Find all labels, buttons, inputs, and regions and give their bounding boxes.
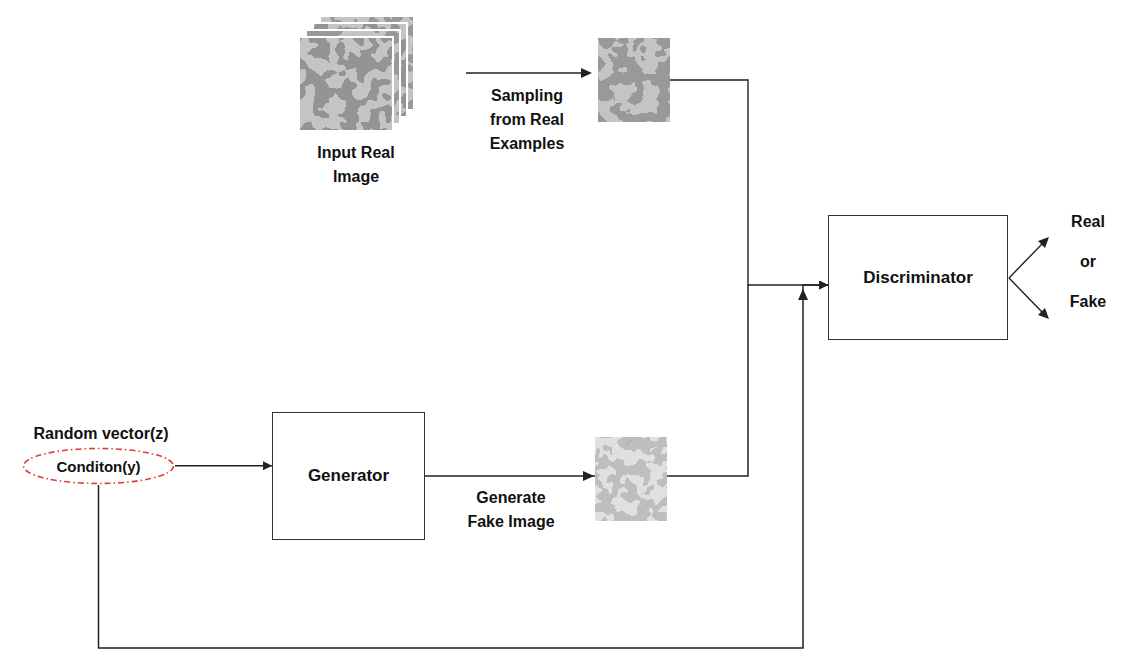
node-label: Discriminator [863, 268, 973, 288]
arrow-head [798, 289, 808, 300]
sampling-arrow [466, 72, 582, 74]
output-label: Real [1058, 210, 1118, 234]
output-line [1009, 244, 1042, 278]
real-image-line [670, 80, 748, 285]
edge-label: Generate Fake Image [461, 486, 561, 534]
condition-ellipse: Conditon(y) [22, 447, 175, 485]
input-label: Random vector(z) [6, 422, 196, 446]
connector-arrow [175, 465, 272, 467]
image-border [299, 37, 393, 131]
generator-box: Generator [272, 412, 425, 540]
output-label: Fake [1058, 290, 1118, 314]
arrow-caption: Sampling from Real Examples [477, 84, 577, 156]
node-label: Conditon(y) [56, 458, 140, 475]
discriminator-box: Discriminator [828, 215, 1008, 340]
image-caption: Input Real Image [300, 141, 412, 189]
sampled-real-image [598, 38, 670, 122]
arrow-head [1038, 308, 1049, 319]
output-label: or [1058, 250, 1118, 274]
node-label: Generator [308, 466, 389, 486]
real-image [299, 37, 393, 131]
arrow-head [581, 68, 592, 78]
connector-arrow [99, 285, 829, 648]
output-line [1009, 278, 1042, 312]
ellipse-shape [24, 449, 174, 484]
fake-image [595, 437, 667, 521]
arrow-head [1038, 237, 1049, 248]
arrow-head [583, 471, 594, 481]
